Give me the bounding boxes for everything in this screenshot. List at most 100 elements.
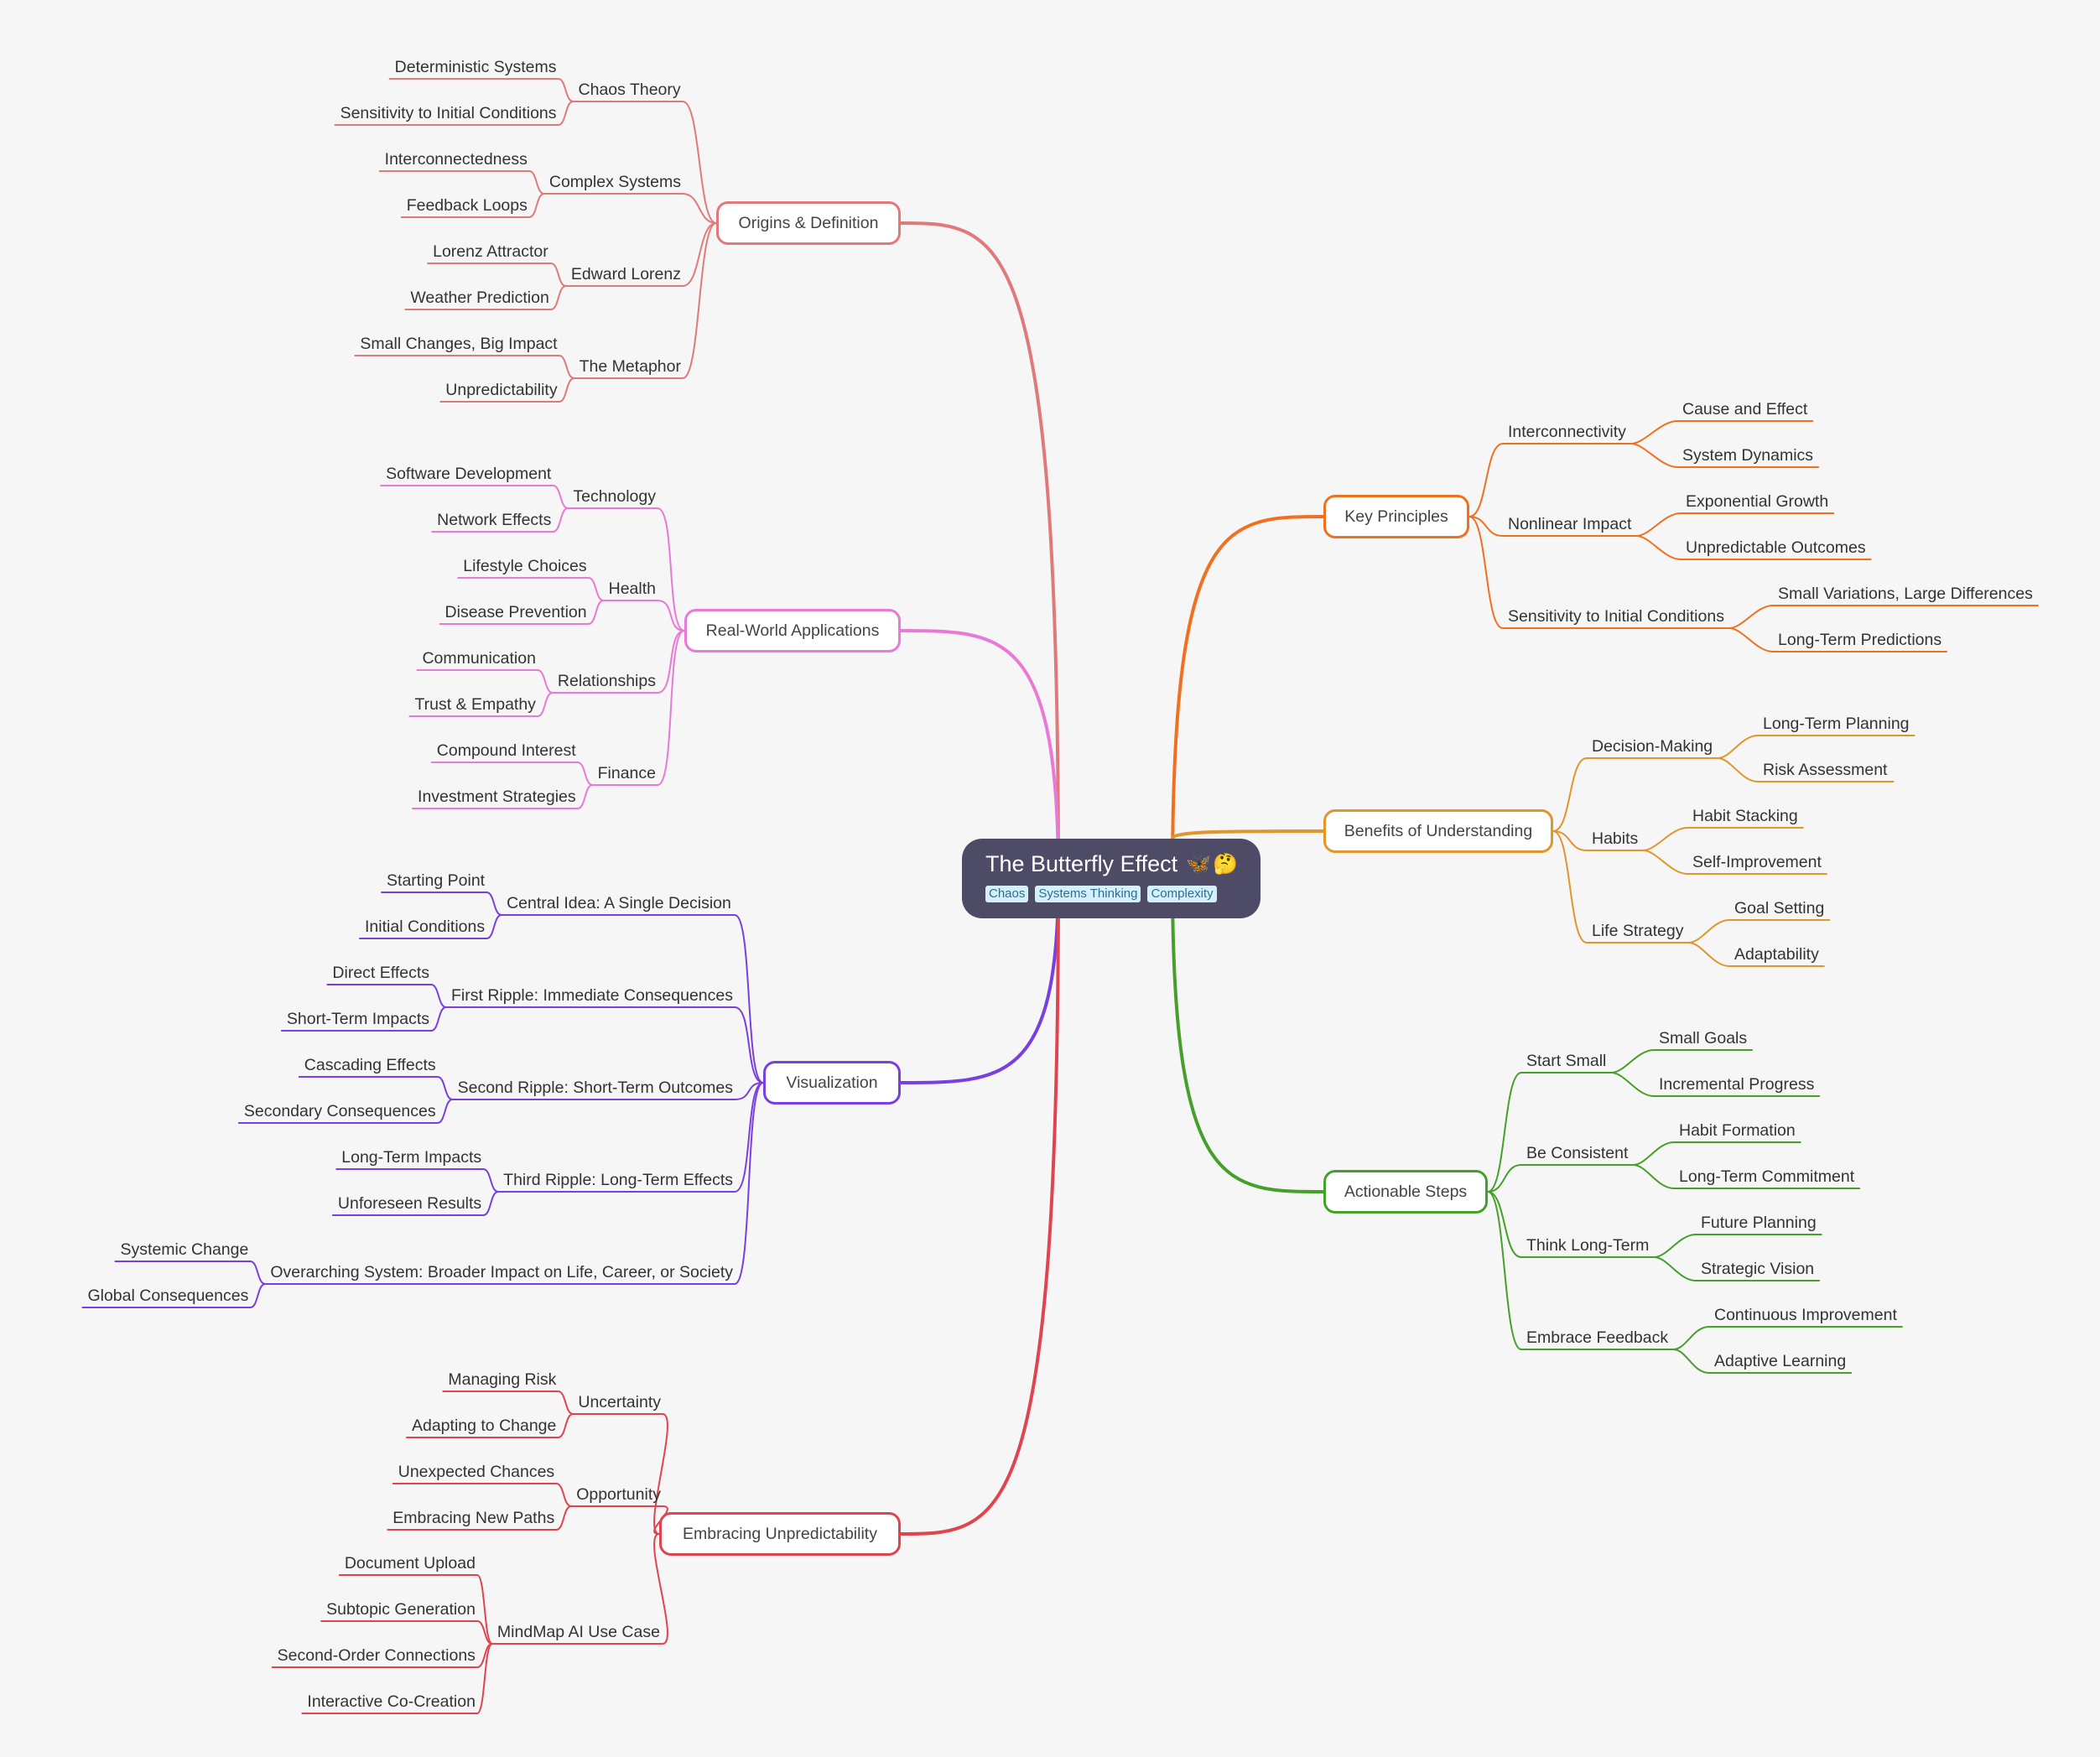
leaf-disease-prevention[interactable]: Disease Prevention	[444, 603, 587, 621]
leaf-subtopic-generation[interactable]: Subtopic Generation	[326, 1600, 476, 1619]
leaf-small-variations-large-differences[interactable]: Small Variations, Large Differences	[1778, 585, 2033, 603]
leaf-risk-assessment[interactable]: Risk Assessment	[1763, 761, 1888, 779]
root-node[interactable]: The Butterfly Effect 🦋 🤔 Chaos Systems T…	[962, 839, 1261, 918]
leaf-compound-interest[interactable]: Compound Interest	[436, 741, 576, 760]
leaf-adaptive-learning[interactable]: Adaptive Learning	[1714, 1352, 1847, 1370]
subtopic-start-small[interactable]: Start Small	[1526, 1052, 1607, 1070]
leaf-long-term-predictions[interactable]: Long-Term Predictions	[1778, 631, 1942, 649]
leaf-document-upload[interactable]: Document Upload	[344, 1554, 476, 1572]
leaf-strategic-vision[interactable]: Strategic Vision	[1701, 1260, 1815, 1278]
leaf-small-changes-big-impact[interactable]: Small Changes, Big Impact	[360, 335, 558, 353]
leaf-lorenz-attractor[interactable]: Lorenz Attractor	[433, 242, 548, 261]
leaf-embracing-new-paths[interactable]: Embracing New Paths	[392, 1509, 555, 1527]
subtopic-be-consistent[interactable]: Be Consistent	[1526, 1144, 1629, 1162]
leaf-interconnectedness[interactable]: Interconnectedness	[384, 150, 528, 169]
subtopic-third-ripple-long-term-effects[interactable]: Third Ripple: Long-Term Effects	[503, 1171, 733, 1189]
leaf-cause-and-effect[interactable]: Cause and Effect	[1682, 400, 1808, 418]
leaf-unexpected-chances[interactable]: Unexpected Chances	[398, 1463, 555, 1481]
subtopic-finance[interactable]: Finance	[597, 764, 656, 782]
butterfly-icon: 🦋	[1186, 852, 1211, 876]
subtopic-overarching-system-broader-impact-on-life-career-or-society[interactable]: Overarching System: Broader Impact on Li…	[270, 1263, 733, 1281]
leaf-self-improvement[interactable]: Self-Improvement	[1692, 853, 1822, 871]
leaf-direct-effects[interactable]: Direct Effects	[332, 964, 430, 982]
leaf-systemic-change[interactable]: Systemic Change	[120, 1240, 249, 1259]
subtopic-second-ripple-short-term-outcomes[interactable]: Second Ripple: Short-Term Outcomes	[457, 1079, 733, 1097]
subtopic-think-long-term[interactable]: Think Long-Term	[1526, 1236, 1650, 1255]
leaf-habit-formation[interactable]: Habit Formation	[1679, 1121, 1796, 1140]
subtopic-opportunity[interactable]: Opportunity	[576, 1485, 661, 1504]
leaf-investment-strategies[interactable]: Investment Strategies	[418, 788, 576, 806]
connector-habit-stacking	[1642, 827, 1688, 851]
tag-chaos[interactable]: Chaos	[985, 886, 1029, 902]
leaf-feedback-loops[interactable]: Feedback Loops	[406, 196, 528, 215]
leaf-weather-prediction[interactable]: Weather Prediction	[410, 289, 549, 307]
leaf-long-term-impacts[interactable]: Long-Term Impacts	[341, 1148, 482, 1167]
leaf-starting-point[interactable]: Starting Point	[387, 871, 486, 890]
leaf-adapting-to-change[interactable]: Adapting to Change	[411, 1417, 557, 1435]
leaf-second-order-connections[interactable]: Second-Order Connections	[277, 1646, 476, 1665]
leaf-unpredictability[interactable]: Unpredictability	[445, 381, 558, 399]
leaf-sensitivity-to-initial-conditions[interactable]: Sensitivity to Initial Conditions	[340, 104, 557, 122]
branch-real-world-applications[interactable]: Real-World Applications	[684, 609, 901, 652]
subtopic-central-idea-a-single-decision[interactable]: Central Idea: A Single Decision	[507, 894, 731, 912]
subtopic-life-strategy[interactable]: Life Strategy	[1592, 922, 1684, 940]
leaf-unpredictable-outcomes[interactable]: Unpredictable Outcomes	[1686, 538, 1866, 557]
tag-systems-thinking[interactable]: Systems Thinking	[1035, 886, 1141, 902]
leaf-small-goals[interactable]: Small Goals	[1659, 1029, 1748, 1047]
leaf-long-term-commitment[interactable]: Long-Term Commitment	[1679, 1167, 1855, 1186]
leaf-communication[interactable]: Communication	[422, 649, 536, 668]
connector-unpredictability	[558, 377, 575, 403]
branch-visualization[interactable]: Visualization	[763, 1061, 901, 1105]
subtopic-relationships[interactable]: Relationships	[557, 672, 656, 690]
leaf-future-planning[interactable]: Future Planning	[1701, 1214, 1817, 1232]
leaf-interactive-co-creation[interactable]: Interactive Co-Creation	[307, 1692, 476, 1711]
subtopic-complex-systems[interactable]: Complex Systems	[548, 173, 681, 191]
tag-complexity[interactable]: Complexity	[1147, 886, 1217, 902]
leaf-secondary-consequences[interactable]: Secondary Consequences	[243, 1102, 436, 1120]
subtopic-sensitivity-to-initial-conditions[interactable]: Sensitivity to Initial Conditions	[1508, 607, 1724, 626]
subtopic-mindmap-ai-use-case[interactable]: MindMap AI Use Case	[496, 1623, 660, 1641]
branch-actionable-steps[interactable]: Actionable Steps	[1323, 1170, 1488, 1214]
subtopic-first-ripple-immediate-consequences[interactable]: First Ripple: Immediate Consequences	[451, 986, 733, 1005]
leaf-lifestyle-choices[interactable]: Lifestyle Choices	[463, 557, 587, 575]
subtopic-decision-making[interactable]: Decision-Making	[1592, 737, 1713, 756]
thinking-face-icon: 🤔	[1213, 852, 1238, 876]
subtopic-chaos-theory[interactable]: Chaos Theory	[578, 81, 681, 99]
leaf-habit-stacking[interactable]: Habit Stacking	[1692, 807, 1798, 825]
subtopic-edward-lorenz[interactable]: Edward Lorenz	[570, 265, 681, 283]
connector-system-dynamics	[1630, 443, 1678, 468]
leaf-adaptability[interactable]: Adaptability	[1734, 945, 1819, 964]
leaf-system-dynamics[interactable]: System Dynamics	[1682, 446, 1814, 465]
leaf-incremental-progress[interactable]: Incremental Progress	[1659, 1075, 1815, 1094]
connector-root-benefits-of-understanding	[1171, 829, 1325, 840]
subtopic-embrace-feedback[interactable]: Embrace Feedback	[1526, 1328, 1669, 1347]
branch-embracing-unpredictability[interactable]: Embracing Unpredictability	[659, 1512, 901, 1556]
leaf-long-term-planning[interactable]: Long-Term Planning	[1763, 715, 1910, 733]
connector-long-term-planning	[1717, 735, 1759, 759]
leaf-initial-conditions[interactable]: Initial Conditions	[365, 917, 486, 936]
leaf-continuous-improvement[interactable]: Continuous Improvement	[1714, 1306, 1897, 1324]
subtopic-technology[interactable]: Technology	[573, 487, 656, 506]
branch-origins-definition[interactable]: Origins & Definition	[716, 201, 901, 245]
subtopic-uncertainty[interactable]: Uncertainty	[578, 1393, 661, 1411]
subtopic-health[interactable]: Health	[608, 580, 656, 598]
leaf-unforeseen-results[interactable]: Unforeseen Results	[337, 1194, 482, 1213]
leaf-goal-setting[interactable]: Goal Setting	[1734, 899, 1825, 917]
branch-key-principles[interactable]: Key Principles	[1323, 495, 1469, 538]
leaf-trust-empathy[interactable]: Trust & Empathy	[414, 695, 536, 714]
subtopic-interconnectivity[interactable]: Interconnectivity	[1508, 423, 1626, 441]
leaf-short-term-impacts[interactable]: Short-Term Impacts	[286, 1010, 430, 1028]
leaf-exponential-growth[interactable]: Exponential Growth	[1686, 492, 1829, 511]
connector-second-ripple-short-term-outcomes	[734, 1082, 764, 1100]
leaf-software-development[interactable]: Software Development	[386, 465, 552, 483]
branch-benefits-of-understanding[interactable]: Benefits of Understanding	[1323, 809, 1553, 853]
subtopic-the-metaphor[interactable]: The Metaphor	[579, 357, 681, 376]
leaf-deterministic-systems[interactable]: Deterministic Systems	[394, 58, 557, 76]
leaf-cascading-effects[interactable]: Cascading Effects	[304, 1056, 436, 1074]
subtopic-nonlinear-impact[interactable]: Nonlinear Impact	[1508, 515, 1632, 533]
leaf-managing-risk[interactable]: Managing Risk	[448, 1370, 557, 1389]
subtopic-habits[interactable]: Habits	[1592, 829, 1639, 848]
leaf-network-effects[interactable]: Network Effects	[437, 511, 552, 529]
leaf-global-consequences[interactable]: Global Consequences	[87, 1287, 249, 1305]
